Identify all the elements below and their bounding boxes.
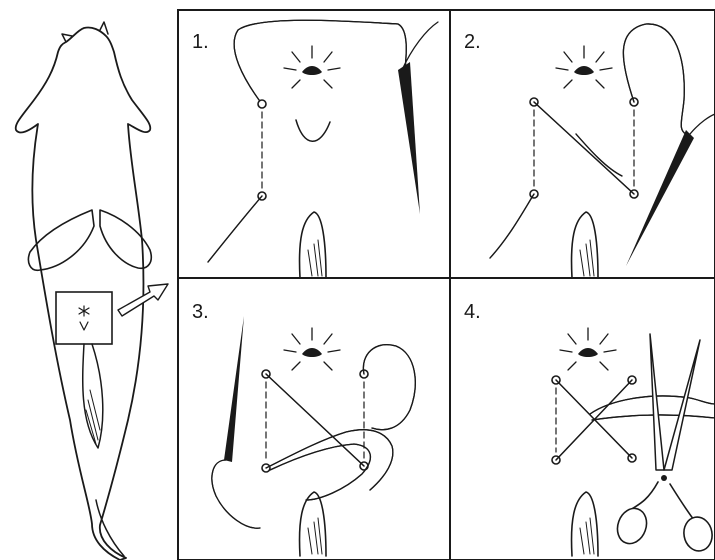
- panels-frame: [178, 10, 715, 560]
- panel-number-2: 2.: [464, 31, 481, 53]
- nipple-symbol: [284, 328, 340, 370]
- panel-number-4: 4.: [464, 301, 481, 323]
- panel-2: 2.: [464, 24, 715, 278]
- panel-number-3: 3.: [192, 301, 209, 323]
- panel-4: 4.: [464, 301, 715, 556]
- nipple-symbol: [560, 328, 616, 370]
- tail-base-shape: [83, 344, 103, 448]
- nipple-symbol: [284, 46, 340, 88]
- panel-number-1: 1.: [192, 31, 209, 53]
- scissors-icon: [613, 334, 715, 553]
- nipple-symbol: [556, 46, 612, 88]
- animal-outline: [16, 22, 151, 560]
- limb-shapes: [28, 210, 151, 270]
- panel-1: 1.: [192, 20, 438, 278]
- incision-site-box: [56, 292, 112, 344]
- panel-3: 3.: [192, 301, 415, 556]
